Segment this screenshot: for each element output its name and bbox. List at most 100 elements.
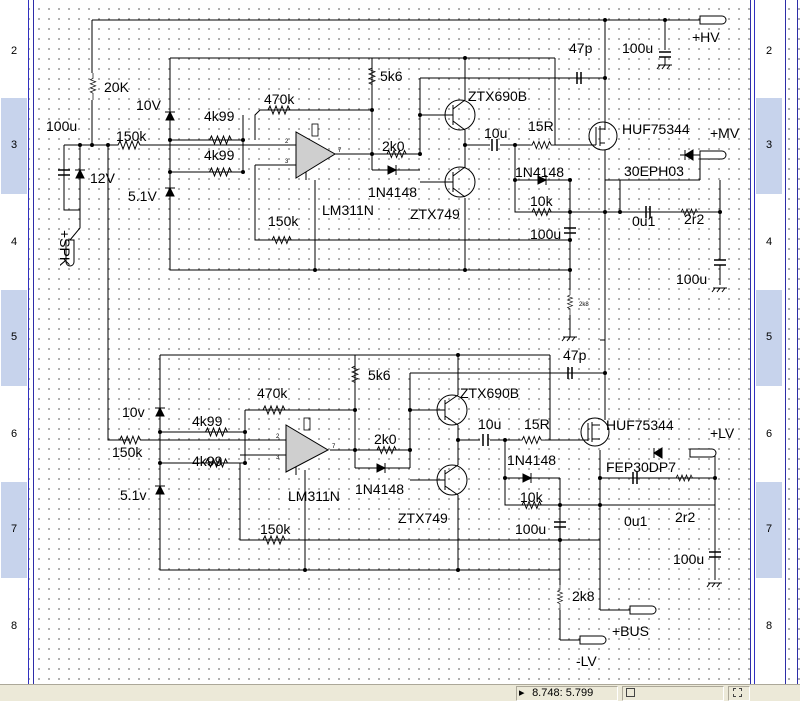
port-mv <box>699 150 727 160</box>
diode-1n4148 <box>376 463 387 473</box>
capacitor-0u1 <box>632 472 638 484</box>
label-4k99: 4k99 <box>192 413 223 429</box>
port-hv <box>699 15 727 25</box>
ruler-number: 6 <box>765 428 773 440</box>
label-1n4148: 1N4148 <box>515 164 564 180</box>
page-border-line <box>785 0 786 684</box>
capacitor-100u-mv <box>714 259 726 266</box>
grid-icon <box>626 688 635 697</box>
label-fep30dp7: FEP30DP7 <box>606 459 676 475</box>
capacitor-47p <box>576 72 582 84</box>
resize-icon <box>733 688 742 697</box>
resistor-2k8 <box>557 584 563 611</box>
port-neg-lv <box>579 635 607 645</box>
label-30eph03: 30EPH03 <box>624 163 684 179</box>
comparator-lm311n-top <box>295 123 336 180</box>
label-100u: 100u <box>673 551 704 567</box>
label-neg-lv: -LV <box>576 653 597 669</box>
capacitor-100u-hv <box>659 51 671 58</box>
label-10k: 10k <box>530 193 554 209</box>
zener-diode-5v1 <box>155 484 165 495</box>
mosfet-huf75344 <box>580 417 610 447</box>
ruler-number: 5 <box>10 331 18 343</box>
ruler-number: 7 <box>765 523 773 535</box>
comparator-lm311n-bottom <box>285 417 330 475</box>
label-15r: 15R <box>528 118 554 134</box>
label-150k: 150k <box>268 213 299 229</box>
resistor-150k-feedback <box>264 236 301 244</box>
label-100u: 100u <box>676 271 707 287</box>
pin-number: 3 <box>276 455 280 461</box>
label-470k: 470k <box>264 91 295 107</box>
capacitor-10u <box>491 139 498 151</box>
resistor-20k <box>89 72 97 101</box>
label-10v: 10v <box>122 404 145 420</box>
label-huf75344: HUF75344 <box>622 121 690 137</box>
label-lm311n: LM311N <box>322 202 374 218</box>
label-bus: +BUS <box>612 623 649 639</box>
zener-diode-5v1 <box>165 186 175 197</box>
label-spk: +SPK <box>57 230 73 267</box>
label-ztx690b: ZTX690B <box>460 385 519 401</box>
transistor-pnp-ztx749 <box>444 166 476 198</box>
zener-diode-10v <box>165 110 175 121</box>
diode-1n4148 <box>537 175 548 185</box>
label-4k99: 4k99 <box>204 108 235 124</box>
label-mv: +MV <box>710 125 740 141</box>
label-5k6: 5k6 <box>368 367 391 383</box>
diode-1n4148 <box>522 473 533 483</box>
label-1n4148: 1N4148 <box>507 452 556 468</box>
label-150k: 150k <box>260 521 291 537</box>
label-10k: 10k <box>520 489 544 505</box>
label-ztx749: ZTX749 <box>398 510 448 526</box>
resistor-150k <box>111 435 151 445</box>
capacitor-0u1 <box>645 206 651 218</box>
label-5v1: 5.1v <box>120 487 146 503</box>
resistor-4k99 <box>200 135 243 145</box>
resistor-4k99 <box>196 427 239 437</box>
pin-number: 2 <box>285 139 289 145</box>
label-150k: 150k <box>116 128 147 144</box>
label-2k0: 2k0 <box>382 138 405 154</box>
label-47p: 47p <box>563 347 587 363</box>
label-2k8: 2k8 <box>579 302 589 308</box>
coordinates-readout: 8.748: 5.799 <box>532 687 594 699</box>
label-hv: +HV <box>692 29 720 45</box>
label-ztx690b: ZTX690B <box>468 88 527 104</box>
resistor-10k <box>524 208 561 216</box>
resistor-5k6 <box>351 359 359 391</box>
label-10v: 10V <box>136 97 162 113</box>
transistor-pnp-ztx749 <box>435 464 468 496</box>
circuit-diagram[interactable]: 20K 100u 150k 12V +SPK 10V 5.1V 4k99 4k9… <box>0 0 800 684</box>
status-bar: ▸ 8.748: 5.799 <box>0 684 800 701</box>
label-ztx749: ZTX749 <box>410 206 460 222</box>
mosfet-huf75344 <box>588 121 618 151</box>
ruler-number: 5 <box>765 331 773 343</box>
schematic-canvas[interactable] <box>0 0 800 684</box>
label-lv: +LV <box>710 425 735 441</box>
resistor-470k <box>254 405 296 415</box>
label-lm311n: LM311N <box>288 488 340 504</box>
label-2k0: 2k0 <box>374 431 397 447</box>
ground-symbol <box>561 330 577 342</box>
right-ruler: 2 3 4 5 6 7 8 <box>754 0 783 684</box>
ruler-number: 4 <box>765 236 773 248</box>
ground-symbol <box>706 582 722 588</box>
label-2r2: 2r2 <box>675 509 695 525</box>
pin-number: 3 <box>285 159 289 165</box>
label-100u: 100u <box>622 40 653 56</box>
capacitor-10u <box>482 434 489 446</box>
ruler-number: 6 <box>10 428 18 440</box>
label-0u1: 0u1 <box>632 213 656 229</box>
ruler-number: 7 <box>10 523 18 535</box>
page-border-line <box>33 0 34 684</box>
ruler-number: 2 <box>10 45 18 57</box>
pin-number: 7 <box>332 444 336 450</box>
diode-1n4148 <box>387 165 398 175</box>
status-pane <box>622 686 724 701</box>
page-border-line <box>797 0 798 684</box>
label-20k: 20K <box>104 79 130 95</box>
ruler-number: 8 <box>765 620 773 632</box>
ground-symbol <box>711 287 727 293</box>
cursor-icon: ▸ <box>519 687 525 699</box>
